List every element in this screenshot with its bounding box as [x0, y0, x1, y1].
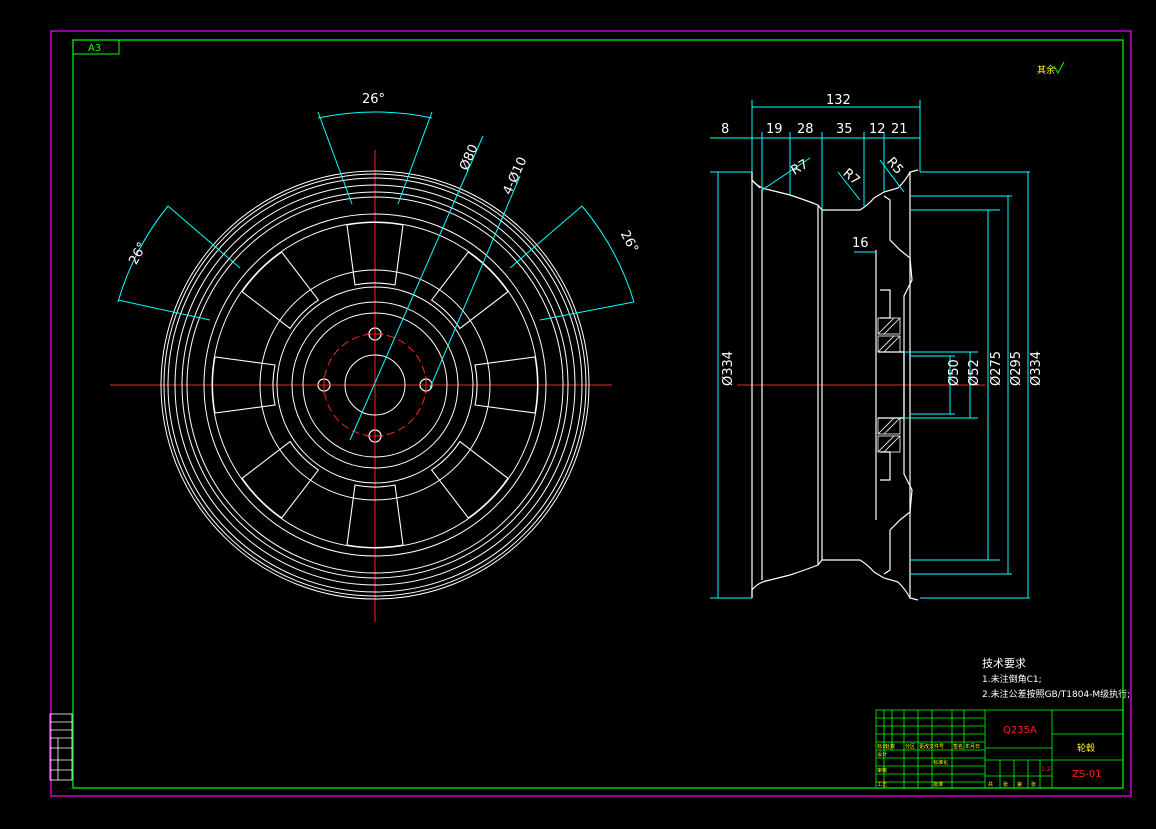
surface-finish-mark: 其余	[1037, 64, 1055, 76]
spoke-windows	[211, 221, 539, 549]
title-block-row-label: 设计	[877, 751, 887, 758]
rim-profile-bottom	[751, 559, 919, 601]
dim-dia-295: Ø295	[1009, 351, 1024, 386]
dim-overall-width: 132	[826, 93, 851, 108]
dim-seg-3: 28	[797, 122, 814, 137]
spoke-window	[430, 251, 509, 330]
title-block-material: Q235A	[1003, 725, 1037, 736]
title-block-row-label: 标记	[877, 743, 887, 750]
surface-finish-symbol	[1053, 61, 1065, 75]
angle-dim-top: 26°	[362, 92, 385, 107]
holes-label: 4-Ø10	[501, 155, 531, 197]
dim-radius-mid: R7	[840, 166, 863, 189]
dim-dia-52: Ø52	[967, 359, 982, 386]
sheet-outer-border	[50, 30, 1132, 797]
dim-radius-right: R5	[883, 155, 906, 178]
technical-notes: 技术要求 1.未注倒角C1; 2.未注公差按照GB/T1804-M级执行;	[982, 657, 1130, 700]
dim-dia-275: Ø275	[989, 351, 1004, 386]
dim-radius-left: R7	[789, 157, 811, 179]
title-block-row-label: 审核	[877, 767, 887, 774]
title-block-col-labels: 处数 分区更改文件号 签名年月日	[885, 743, 980, 750]
title-block-scale: 1:2	[1041, 766, 1051, 773]
title-block-part-name: 轮毂	[1077, 742, 1095, 754]
title-block-mid-label: 标准化	[933, 759, 948, 766]
dim-seg-4: 35	[836, 122, 853, 137]
spoke-window	[241, 440, 320, 519]
rim-outer-circle	[160, 170, 590, 600]
dim-seg-6: 21	[891, 122, 908, 137]
spoke-window	[474, 356, 539, 414]
dim-seg-5: 12	[869, 122, 886, 137]
title-block-row-label: 工艺	[877, 782, 887, 788]
title-block-bottom-label: 第	[1017, 781, 1022, 788]
title-block-col-label: 签名	[953, 743, 963, 750]
angle-dim-right: 26°	[617, 228, 641, 255]
side-view: 132 8 19 28 35 12 21 R7 R7 R5 16 Ø334 Ø5…	[710, 93, 1044, 601]
dim-depth-16: 16	[852, 236, 869, 251]
size-label-box	[72, 39, 120, 55]
front-view: 26° 26° 26° Ø80 4-Ø10	[110, 92, 641, 622]
title-block-bottom-labels: 共张第张	[988, 781, 1036, 788]
size-label: A3	[88, 43, 101, 54]
center-bore-circle	[344, 354, 406, 416]
dim-dia-50: Ø50	[947, 359, 962, 386]
notes-title: 技术要求	[982, 657, 1026, 670]
title-block-col-label: 更改文件号	[919, 743, 944, 750]
dim-dia-334: Ø334	[1029, 351, 1044, 386]
left-margin-table	[49, 713, 73, 781]
dim-seg-2: 19	[766, 122, 783, 137]
spoke-window	[346, 484, 404, 549]
notes-line-1: 1.未注倒角C1;	[982, 673, 1042, 685]
title-block-col-label: 处数	[885, 743, 895, 750]
spoke-window	[430, 440, 509, 519]
title-block-drawing-no: ZS-01	[1072, 769, 1102, 780]
title-block	[875, 709, 1124, 789]
sheet-inner-border	[72, 39, 1124, 789]
title-block-col-label: 年月日	[965, 743, 980, 750]
spoke-window	[211, 356, 276, 414]
dim-dia-left: Ø334	[721, 351, 736, 386]
title-block-bottom-label: 张	[1031, 781, 1036, 788]
notes-line-2: 2.未注公差按照GB/T1804-M级执行;	[982, 688, 1130, 700]
spoke-window	[241, 251, 320, 330]
title-block-bottom-label: 张	[1003, 781, 1008, 788]
title-block-mid-label: 批准	[933, 781, 943, 788]
angle-dim-left: 26°	[126, 240, 150, 267]
bolt-circle-dia-label: Ø80	[457, 142, 482, 173]
spoke-window	[346, 221, 404, 286]
title-block-bottom-label: 共	[988, 781, 993, 788]
title-block-col-label: 分区	[905, 743, 915, 750]
dim-seg-1: 8	[721, 122, 729, 137]
